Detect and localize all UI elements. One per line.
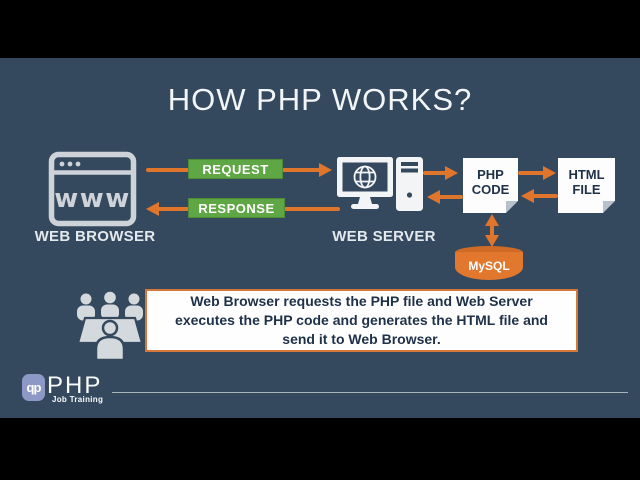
arrow-head-up-icon	[485, 214, 499, 226]
web-browser-label: WEB BROWSER	[34, 228, 156, 245]
php-code-label: PHP CODE	[471, 167, 510, 197]
globe-icon	[353, 165, 377, 189]
mysql-database-icon: MySQL	[455, 246, 523, 286]
arrow-head-right-icon	[445, 166, 458, 180]
arrow-head-left-icon	[427, 190, 440, 204]
slide: HOW PHP WORKS? www WEB BROWSER REQUEST R…	[0, 58, 640, 418]
tower-pc-icon	[396, 157, 423, 211]
html-to-php-arrow	[521, 189, 558, 203]
logo-title: PHP	[47, 372, 103, 399]
page-fold-icon	[603, 201, 615, 213]
slide-title: HOW PHP WORKS?	[167, 82, 473, 117]
description-text: Web Browser requests the PHP file and We…	[175, 293, 548, 347]
database-cylinder-body	[455, 252, 523, 280]
response-badge: RESPONSE	[188, 198, 285, 218]
arrow-head-right-icon	[319, 163, 332, 177]
letterbox-bottom	[0, 418, 640, 480]
arrow-head-left-icon	[146, 202, 159, 216]
php-to-server-arrow	[427, 190, 463, 204]
team-meeting-icon	[76, 291, 144, 360]
arrow-head-left-icon	[521, 189, 534, 203]
php-code-doc: PHP CODE	[463, 158, 518, 213]
web-server-label: WEB SERVER	[332, 228, 436, 245]
browser-www-text: www	[54, 184, 131, 214]
arrow-head-right-icon	[543, 166, 556, 180]
logo-subtitle: Job Training	[52, 395, 104, 404]
page-fold-icon	[506, 201, 518, 213]
php-to-mysql-arrow	[485, 214, 499, 247]
letterbox-top	[0, 0, 640, 58]
footer-divider-line	[112, 392, 628, 393]
description-box: Web Browser requests the PHP file and We…	[145, 289, 578, 352]
server-to-php-arrow	[423, 166, 458, 180]
html-file-doc: HTML FILE	[558, 158, 615, 213]
mysql-label: MySQL	[468, 259, 510, 273]
request-badge: REQUEST	[188, 159, 283, 179]
php-logo-badge-icon: qp	[22, 374, 45, 401]
php-to-html-arrow	[518, 166, 556, 180]
web-server-icon	[337, 157, 423, 211]
html-file-label: HTML FILE	[568, 167, 605, 197]
browser-window-icon: www	[48, 151, 137, 227]
php-logo-glyph: qp	[26, 380, 42, 395]
arrow-head-down-icon	[485, 235, 499, 247]
